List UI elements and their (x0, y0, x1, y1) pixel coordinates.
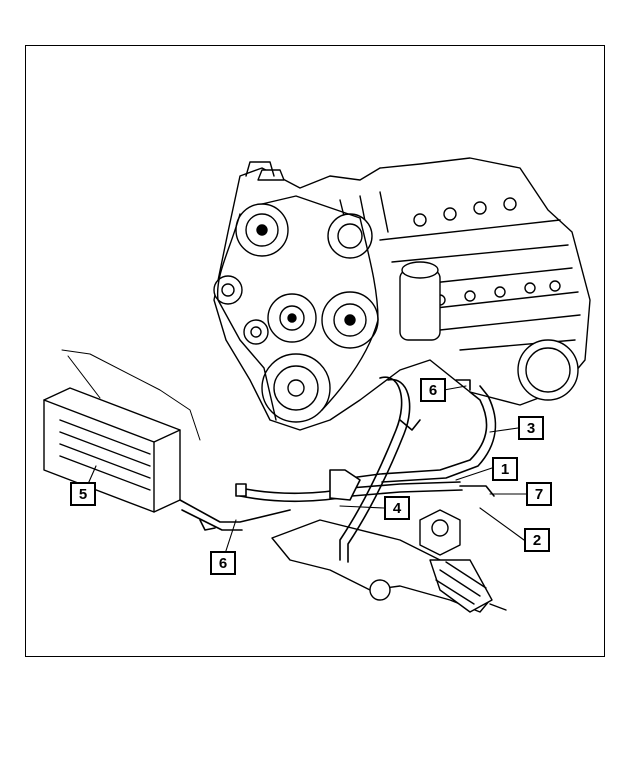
diagram-frame (25, 45, 605, 657)
callout-5: 5 (70, 482, 96, 506)
steering-gear (271, 509, 507, 613)
callout-1: 1 (492, 457, 518, 481)
callout-2: 2 (524, 528, 550, 552)
callout-6-lower: 6 (210, 551, 236, 575)
hoses (179, 376, 497, 563)
callout-6-upper: 6 (420, 378, 446, 402)
accessory-drive (213, 161, 379, 423)
callout-3: 3 (518, 416, 544, 440)
oil-cooler (43, 349, 201, 513)
callout-4: 4 (384, 496, 410, 520)
callout-7: 7 (526, 482, 552, 506)
